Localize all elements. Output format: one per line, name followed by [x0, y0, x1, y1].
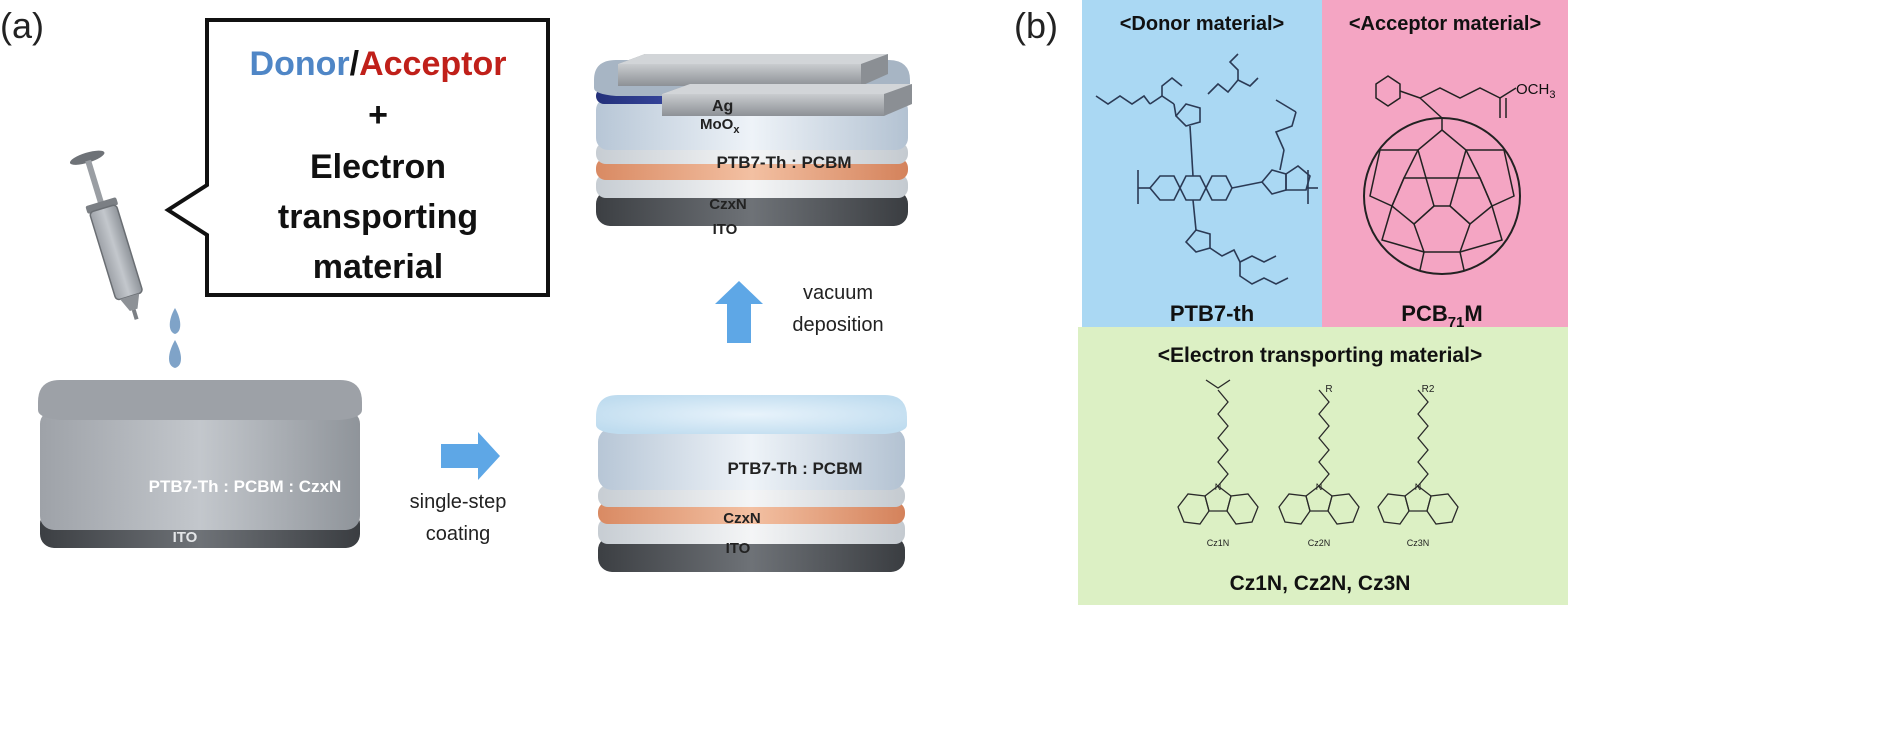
etm-molecule-1: [1177, 379, 1259, 525]
stack-mixed-film: PTB7-Th : PCBM : CzxN ITO: [38, 380, 362, 548]
pcbm-structure: [1363, 75, 1521, 275]
donor-title: <Donor material>: [1120, 13, 1285, 35]
panel-b-label: (b): [1014, 5, 1058, 46]
acceptor-box: [1322, 0, 1568, 327]
droplet-1: [169, 308, 181, 334]
coated-etl-label: CzxN: [723, 510, 761, 527]
syringe-icon: [69, 150, 143, 320]
callout-box: Donor/Acceptor + Electron transporting m…: [164, 18, 550, 297]
etm-n-atom-3: N: [1415, 482, 1422, 492]
acceptor-title: <Acceptor material>: [1349, 13, 1541, 35]
acceptor-name-end: M: [1464, 301, 1482, 326]
etm-label-1: Cz1N: [1207, 538, 1230, 548]
ptb7-th-structure: [1095, 53, 1318, 285]
svg-text:MoOx: MoOx: [700, 116, 740, 136]
device-top-label: Ag: [712, 98, 733, 115]
mixed-layer-label: PTB7-Th : PCBM : CzxN: [149, 477, 342, 496]
etm-label-3: Cz3N: [1407, 538, 1430, 548]
etm-title: <Electron transporting material>: [1158, 344, 1482, 367]
step1-label-line1: single-step: [410, 491, 507, 513]
step2-label-line1: vacuum: [803, 282, 873, 304]
callout-slash: /: [350, 45, 360, 83]
coated-active-label: PTB7-Th : PCBM: [727, 459, 862, 478]
etm-label-2: Cz2N: [1308, 538, 1331, 548]
etm-names: Cz1N, Cz2N, Cz3N: [1230, 572, 1411, 595]
etm-substituent-2: R: [1325, 384, 1332, 395]
etm-substituent-3: R2: [1422, 384, 1435, 395]
stack-device: Ag MoOx PTB7-Th : PCBM CzxN ITO: [594, 54, 912, 238]
callout-acceptor: Acceptor: [359, 45, 506, 83]
droplet-2: [169, 340, 181, 368]
acceptor-name: PCB: [1401, 301, 1447, 326]
device-moo-sub: x: [733, 124, 740, 136]
etm-n-atom-1: N: [1215, 482, 1222, 492]
etm-n-atom-2: N: [1316, 482, 1323, 492]
device-active-label: PTB7-Th : PCBM: [716, 153, 851, 172]
mixed-substrate-label: ITO: [173, 529, 198, 546]
stack-coated: PTB7-Th : PCBM CzxN ITO: [596, 395, 907, 572]
donor-name: PTB7-th: [1170, 301, 1254, 326]
coated-substrate-label: ITO: [726, 540, 751, 557]
callout-line-2: transporting: [278, 198, 478, 236]
ester-sub: 3: [1549, 89, 1555, 101]
panel-a-label: (a): [0, 5, 44, 46]
callout-donor: Donor: [250, 45, 350, 83]
svg-text:Donor/Acceptor: Donor/Acceptor: [250, 45, 507, 83]
ester-label: OCH: [1516, 81, 1549, 98]
arrow-right: [441, 432, 500, 480]
acceptor-name-sub: 71: [1448, 314, 1465, 331]
device-moo-label: MoO: [700, 116, 734, 133]
step1-label-line2: coating: [426, 523, 491, 545]
step2-label-line2: deposition: [792, 314, 883, 336]
svg-text:OCH3: OCH3: [1516, 81, 1555, 101]
svg-text:PCB71M: PCB71M: [1401, 301, 1482, 331]
donor-box: [1082, 0, 1322, 327]
etm-molecule-3: [1377, 389, 1459, 525]
callout-line-1: Electron: [310, 148, 446, 186]
device-substrate-label: ITO: [713, 221, 738, 238]
device-etl-label: CzxN: [709, 196, 747, 213]
etm-molecule-2: [1278, 389, 1360, 525]
callout-plus: +: [368, 96, 388, 134]
callout-line-3: material: [313, 248, 443, 286]
arrow-up: [715, 281, 763, 343]
